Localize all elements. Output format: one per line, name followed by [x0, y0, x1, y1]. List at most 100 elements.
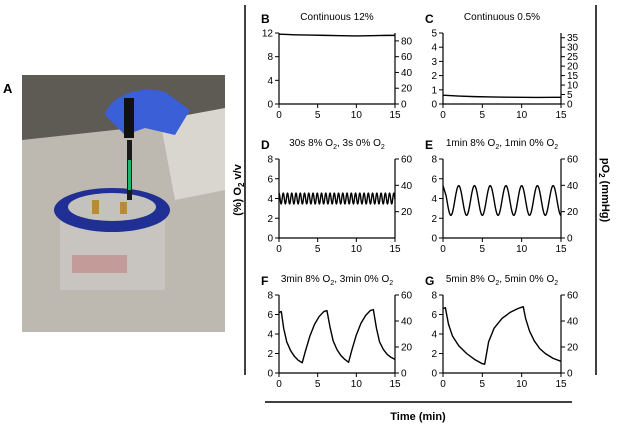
- y-tick-label: 5: [431, 29, 437, 40]
- x-tick-label: 5: [315, 244, 321, 255]
- y2-tick-label: 0: [567, 234, 573, 245]
- y-tick-label: 6: [267, 174, 273, 185]
- y2-tick-label: 20: [567, 343, 579, 354]
- y-tick-label: 0: [267, 100, 273, 111]
- panel-a-photo: A: [3, 75, 225, 332]
- x-tick-label: 15: [555, 244, 567, 255]
- y2-tick-label: 10: [567, 81, 579, 92]
- x-tick-label: 5: [315, 110, 321, 121]
- y-tick-label: 8: [267, 155, 273, 166]
- x-tick-label: 0: [440, 244, 446, 255]
- panel-label: D: [261, 138, 270, 152]
- y-tick-label: 6: [267, 310, 273, 321]
- y-tick-label: 4: [267, 76, 273, 87]
- x-tick-label: 0: [440, 110, 446, 121]
- y-tick-label: 8: [267, 291, 273, 302]
- y2-tick-label: 20: [567, 62, 579, 73]
- panel-label: E: [425, 138, 433, 152]
- y-tick-label: 2: [431, 71, 437, 82]
- y-tick-label: 4: [431, 43, 437, 54]
- dish-lid: [68, 193, 156, 221]
- y-tick-label: 0: [267, 369, 273, 380]
- y2-tick-label: 25: [567, 52, 579, 63]
- y-tick-label: 4: [267, 194, 273, 205]
- dish-label: [72, 255, 127, 273]
- series-line: [278, 192, 396, 205]
- y2-tick-label: 0: [567, 100, 573, 111]
- right-axis-title: pO2 (mmHg): [597, 158, 611, 223]
- x-tick-label: 5: [480, 244, 486, 255]
- y2-tick-label: 60: [567, 291, 579, 302]
- x-tick-label: 5: [480, 379, 486, 390]
- x-tick-label: 10: [516, 379, 528, 390]
- y-tick-label: 12: [262, 29, 274, 40]
- y-tick-label: 2: [267, 214, 273, 225]
- y2-tick-label: 30: [567, 43, 579, 54]
- x-tick-label: 5: [480, 110, 486, 121]
- x-tick-label: 15: [389, 379, 401, 390]
- y-tick-label: 0: [431, 369, 437, 380]
- y-tick-label: 8: [431, 291, 437, 302]
- y2-tick-label: 15: [567, 71, 579, 82]
- y-tick-label: 4: [431, 194, 437, 205]
- y2-tick-label: 40: [401, 317, 413, 328]
- chart-title: Continuous 12%: [300, 12, 373, 23]
- y-tick-label: 0: [267, 234, 273, 245]
- series-line: [278, 33, 395, 37]
- y2-tick-label: 60: [401, 291, 413, 302]
- y-tick-label: 4: [431, 330, 437, 341]
- x-tick-label: 5: [315, 379, 321, 390]
- bottom-axis-title: Time (min): [390, 411, 446, 423]
- x-tick-label: 15: [389, 110, 401, 121]
- y2-tick-label: 20: [401, 207, 413, 218]
- y2-tick-label: 60: [401, 52, 413, 63]
- x-tick-label: 15: [555, 110, 567, 121]
- x-tick-label: 15: [389, 244, 401, 255]
- y2-tick-label: 20: [567, 207, 579, 218]
- y-tick-label: 6: [431, 310, 437, 321]
- panel-label: C: [425, 12, 434, 26]
- y2-tick-label: 20: [401, 343, 413, 354]
- y-tick-label: 0: [431, 234, 437, 245]
- y2-tick-label: 40: [567, 181, 579, 192]
- x-tick-label: 15: [555, 379, 567, 390]
- brass-fitting-left: [92, 200, 99, 214]
- y2-tick-label: 80: [401, 36, 413, 47]
- y-tick-label: 2: [431, 214, 437, 225]
- y-tick-label: 4: [267, 330, 273, 341]
- panel-label: F: [261, 274, 268, 288]
- x-tick-label: 0: [276, 110, 282, 121]
- x-tick-label: 0: [276, 244, 282, 255]
- chart-title: Continuous 0.5%: [464, 12, 540, 23]
- y2-tick-label: 60: [401, 155, 413, 166]
- y2-tick-label: 0: [401, 369, 407, 380]
- y2-tick-label: 0: [567, 369, 573, 380]
- y-tick-label: 1: [431, 85, 437, 96]
- y-tick-label: 2: [267, 349, 273, 360]
- electrode-tip: [128, 160, 131, 190]
- series-line: [442, 94, 561, 99]
- chart-title: 1min 8% O2, 1min 0% O2: [446, 138, 558, 151]
- series-line: [442, 306, 562, 365]
- panel-a-label: A: [3, 81, 13, 96]
- y2-tick-label: 35: [567, 33, 579, 44]
- y-tick-label: 8: [431, 155, 437, 166]
- y2-tick-label: 40: [567, 317, 579, 328]
- left-axis-title: (%) O2 v/v: [232, 163, 246, 215]
- brass-fitting-right: [120, 202, 127, 214]
- y2-tick-label: 40: [401, 68, 413, 79]
- series-line: [278, 308, 396, 364]
- x-tick-label: 10: [516, 110, 528, 121]
- x-tick-label: 0: [440, 379, 446, 390]
- x-tick-label: 10: [351, 110, 363, 121]
- series-line: [442, 184, 562, 216]
- panel-label: G: [425, 274, 434, 288]
